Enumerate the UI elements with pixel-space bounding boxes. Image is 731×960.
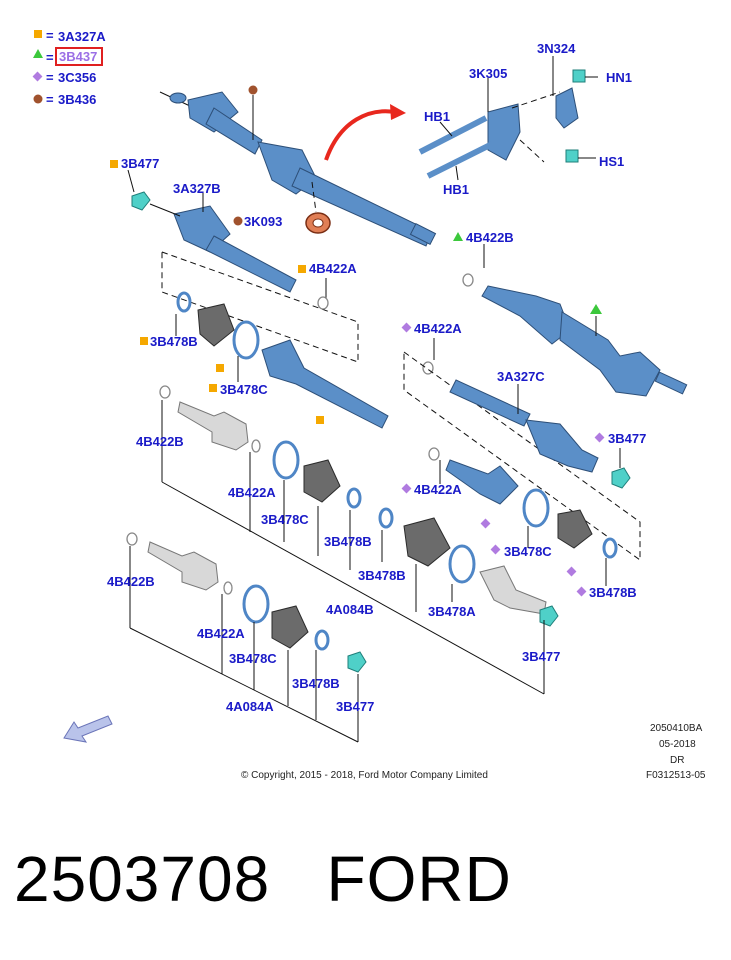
label-4B422A-a: 4B422A — [309, 261, 357, 276]
label-3B478A: 3B478A — [428, 604, 476, 619]
label-4B422A-e: 4B422A — [197, 626, 245, 641]
label-HB1-top: HB1 — [424, 109, 450, 124]
diagram-region: DR — [670, 755, 684, 766]
right-driveshaft-assembly — [453, 232, 688, 397]
right-inner-shaft-3A327C — [449, 379, 631, 489]
label-4B422B-c: 4B422B — [107, 574, 155, 589]
label-3B477-c: 3B477 — [522, 649, 560, 664]
right-inner-joint-group — [401, 447, 618, 597]
label-3B478B-a: 3B478B — [150, 334, 198, 349]
bearing-bracket-group — [418, 56, 598, 181]
lower-joint-row — [126, 532, 367, 743]
legend-circle-icon — [33, 94, 43, 104]
part-number-title: 2503708 FORD — [14, 843, 512, 915]
label-HB1-bottom: HB1 — [443, 182, 469, 197]
legend-label-1: 3A327A — [58, 29, 106, 44]
label-4B422A-b: 4B422A — [414, 321, 462, 336]
label-3B477-b: 3B477 — [608, 431, 646, 446]
label-4B422A-d: 4B422A — [228, 485, 276, 500]
label-3B478C-a: 3B478C — [220, 382, 268, 397]
label-3B478B-b: 3B478B — [589, 585, 637, 600]
legend-label-3: 3C356 — [58, 70, 96, 85]
label-3A327B: 3A327B — [173, 181, 221, 196]
label-3B478C-b: 3B478C — [504, 544, 552, 559]
svg-text:=: = — [46, 70, 54, 85]
label-3B478C-d: 3B478C — [229, 651, 277, 666]
red-arrowhead-icon — [390, 104, 406, 120]
label-3N324: 3N324 — [537, 41, 576, 56]
red-curved-arrow-icon — [324, 109, 396, 161]
label-4B422B-a: 4B422B — [466, 230, 514, 245]
label-3B478B-d: 3B478B — [358, 568, 406, 583]
diagram-code: 2050410BA — [650, 723, 703, 734]
legend-triangle-icon — [33, 49, 43, 58]
legend-diamond-icon — [32, 71, 43, 82]
inner-joint-group-1 — [140, 291, 389, 429]
label-HS1: HS1 — [599, 154, 624, 169]
label-3B478C-c: 3B478C — [261, 512, 309, 527]
label-HN1: HN1 — [606, 70, 632, 85]
legend: = 3A327A = 3B437 = 3C356 = 3B436 — [32, 28, 106, 107]
svg-text:=: = — [46, 50, 54, 65]
label-3K093: 3K093 — [244, 214, 282, 229]
label-4B422B-b: 4B422B — [136, 434, 184, 449]
legend-label-2: 3B437 — [59, 49, 97, 64]
svg-text:=: = — [46, 28, 54, 43]
left-driveshaft-3A327B — [110, 160, 297, 293]
copyright: © Copyright, 2015 - 2018, Ford Motor Com… — [241, 770, 488, 781]
diagram-date: 05-2018 — [659, 739, 696, 750]
label-3B477-a: 3B477 — [121, 156, 159, 171]
label-3B477-d: 3B477 — [336, 699, 374, 714]
label-3B478B-c: 3B478B — [324, 534, 372, 549]
exploded-parts-diagram: = 3A327A = 3B437 = 3C356 = 3B436 3K093 — [32, 28, 706, 781]
legend-highlight-box — [55, 47, 103, 66]
label-4A084B: 4A084B — [326, 602, 374, 617]
main-driveshaft — [159, 85, 437, 247]
label-3A327C: 3A327C — [497, 369, 545, 384]
exploded-group-outline-2 — [403, 351, 641, 561]
legend-square-icon — [34, 30, 42, 38]
middle-joint-row — [159, 385, 559, 695]
svg-text:=: = — [46, 92, 54, 107]
diagram-ref: F0312513-05 — [646, 770, 706, 781]
label-4B422A-c: 4B422A — [414, 482, 462, 497]
legend-label-4: 3B436 — [58, 92, 96, 107]
part-3K093 — [233, 181, 331, 234]
label-4A084A: 4A084A — [226, 699, 274, 714]
label-3B478B-e: 3B478B — [292, 676, 340, 691]
label-3K305: 3K305 — [469, 66, 507, 81]
direction-arrow-icon — [63, 715, 113, 743]
